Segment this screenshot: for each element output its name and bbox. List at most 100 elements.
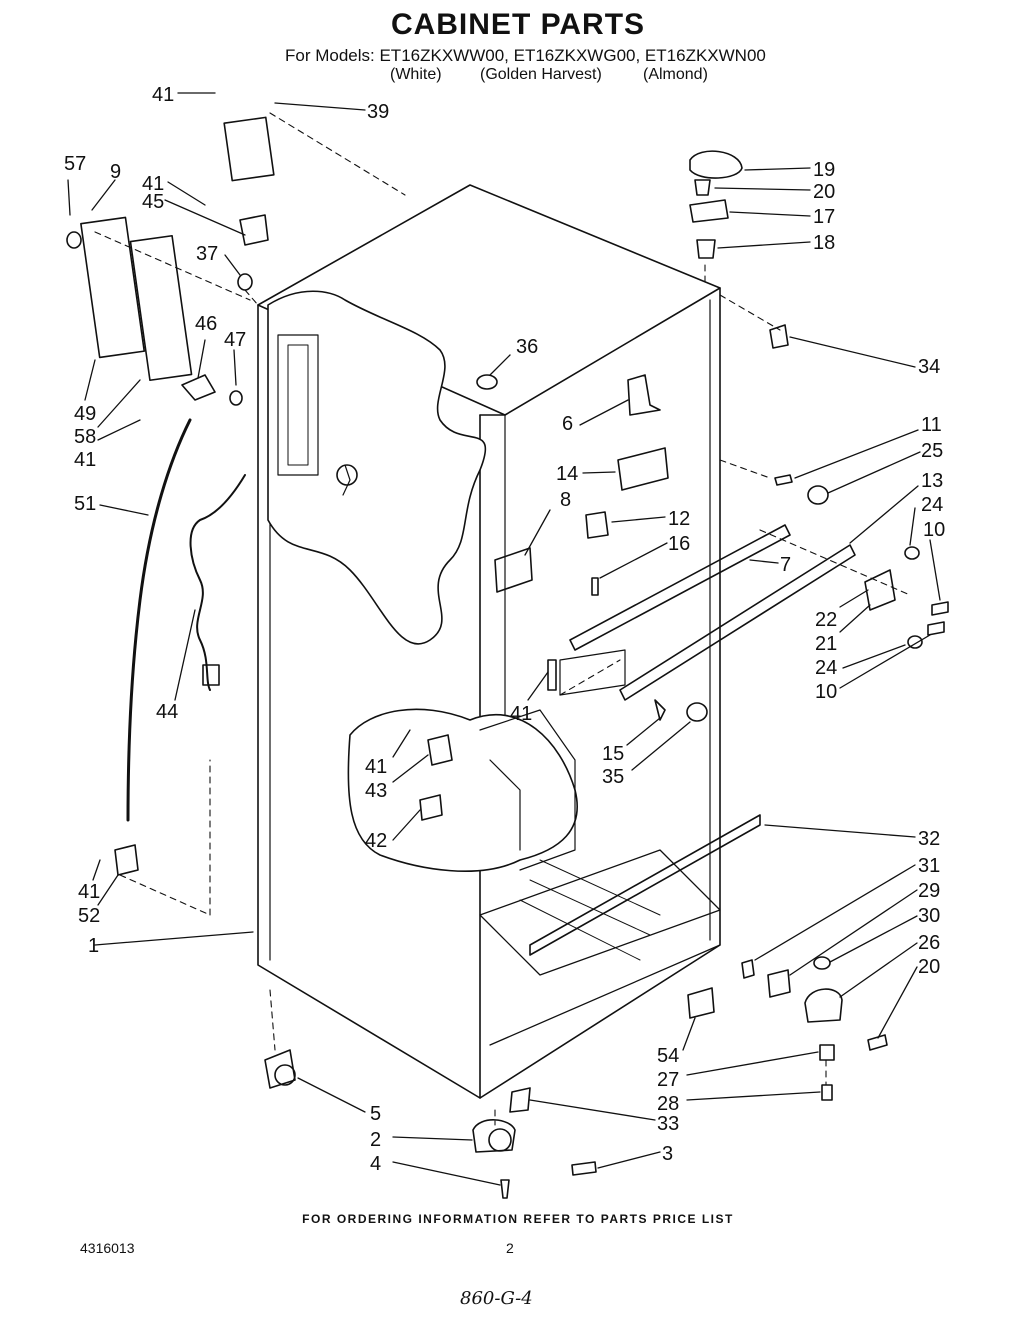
- part-44-cord: [189, 474, 246, 691]
- callout-37: 37: [196, 243, 218, 265]
- part-9-bracket: [80, 216, 146, 359]
- callout-33: 33: [657, 1113, 679, 1135]
- callout-28: 28: [657, 1093, 679, 1115]
- part-47-washer: [229, 390, 243, 406]
- callout-26: 26: [918, 932, 940, 954]
- callout-27: 27: [657, 1069, 679, 1091]
- callout-15: 15: [602, 743, 624, 765]
- callout-52: 52: [78, 905, 100, 927]
- callout-5: 5: [370, 1103, 381, 1125]
- callout-7: 7: [780, 554, 791, 576]
- part-20-screw: [694, 179, 711, 196]
- part-46-valve: [181, 374, 216, 401]
- rail-7: [569, 524, 791, 651]
- callout-30: 30: [918, 905, 940, 927]
- models-line: For Models: ET16ZKXWW00, ET16ZKXWG00, ET…: [285, 46, 766, 65]
- base-frame: [479, 849, 721, 1046]
- part-45-clip: [239, 214, 269, 246]
- callout-4: 4: [370, 1153, 381, 1175]
- callout-41: 41: [365, 756, 387, 778]
- callout-45: 45: [142, 191, 164, 213]
- callout-34: 34: [918, 356, 940, 378]
- callout-31: 31: [918, 855, 940, 877]
- part-36-plug: [476, 374, 498, 390]
- part-15-screw: [654, 699, 666, 721]
- assembly-dash-lines: [94, 112, 911, 1126]
- part-29-bracket: [767, 969, 791, 998]
- callout-20: 20: [918, 956, 940, 978]
- part-34-plug: [769, 324, 789, 349]
- callout-39: 39: [367, 101, 389, 123]
- callout-29: 29: [918, 880, 940, 902]
- callout-41: 41: [152, 84, 174, 106]
- callout-19: 19: [813, 159, 835, 181]
- rail-13: [619, 544, 856, 701]
- callout-11: 11: [921, 414, 942, 436]
- part-18-bushing: [696, 239, 716, 259]
- part-51-tube: [126, 418, 192, 822]
- part-24b-washer: [907, 635, 923, 649]
- callout-17: 17: [813, 206, 835, 228]
- handwritten-note: 860-G-4: [460, 1288, 533, 1309]
- callout-10: 10: [815, 681, 837, 703]
- page-number: 2: [506, 1240, 514, 1256]
- part-4-screw: [500, 1179, 510, 1199]
- callout-22: 22: [815, 609, 837, 631]
- part-26-leveler: [804, 988, 843, 1023]
- part-35-plug: [686, 702, 708, 722]
- part-52-clamp: [114, 844, 139, 876]
- part-43-clip: [427, 734, 453, 766]
- callout-41: 41: [510, 703, 532, 725]
- part-12-stop: [585, 511, 609, 539]
- ordering-note: FOR ORDERING INFORMATION REFER TO PARTS …: [302, 1212, 734, 1226]
- part-28-screw: [821, 1084, 833, 1101]
- part-25-plug: [807, 485, 829, 505]
- callout-24: 24: [921, 494, 943, 516]
- callout-6: 6: [562, 413, 573, 435]
- callout-3: 3: [662, 1143, 673, 1165]
- variant-almond: (Almond): [643, 66, 708, 83]
- variant-golden-harvest: (Golden Harvest): [480, 66, 602, 83]
- callout-10: 10: [923, 519, 945, 541]
- callout-36: 36: [516, 336, 538, 358]
- part-5-roller: [264, 1049, 296, 1089]
- part-19-hinge-cover: [689, 150, 743, 179]
- part-27-nut: [819, 1044, 835, 1061]
- part-8-bracket: [494, 547, 533, 593]
- part-42-clip: [419, 794, 443, 821]
- part-44-plug: [202, 664, 220, 686]
- callout-18: 18: [813, 232, 835, 254]
- cutaway-upper: [267, 290, 487, 645]
- part-10b-screw: [927, 621, 945, 636]
- part-14-bracket: [617, 447, 669, 491]
- part-58-gasket: [129, 234, 193, 382]
- part-30-washer: [813, 956, 831, 970]
- callout-46: 46: [195, 313, 217, 335]
- rear-panel: [277, 334, 319, 476]
- callout-51: 51: [74, 493, 96, 515]
- part-41e-screw: [547, 659, 557, 691]
- part-22-hinge: [864, 569, 896, 611]
- part-39-cover: [223, 116, 275, 182]
- callout-58: 58: [74, 426, 96, 448]
- callout-9: 9: [110, 161, 121, 183]
- callout-32: 32: [918, 828, 940, 850]
- callout-13: 13: [921, 470, 943, 492]
- part-57-plug: [66, 231, 82, 249]
- part-33-bracket: [509, 1087, 531, 1113]
- callout-16: 16: [668, 533, 690, 555]
- callout-57: 57: [64, 153, 86, 175]
- callout-41: 41: [78, 881, 100, 903]
- page-title: CABINET PARTS: [390, 8, 646, 41]
- callout-12: 12: [668, 508, 690, 530]
- variant-white: (White): [390, 66, 442, 83]
- part-24-washer: [904, 546, 920, 560]
- callout-43: 43: [365, 780, 387, 802]
- leader-lines: [67, 92, 941, 1186]
- part-20b-screw: [867, 1034, 888, 1051]
- part-37-plug: [237, 273, 253, 291]
- callout-42: 42: [365, 830, 387, 852]
- callout-47: 47: [224, 329, 246, 351]
- part-3-screw: [571, 1161, 597, 1176]
